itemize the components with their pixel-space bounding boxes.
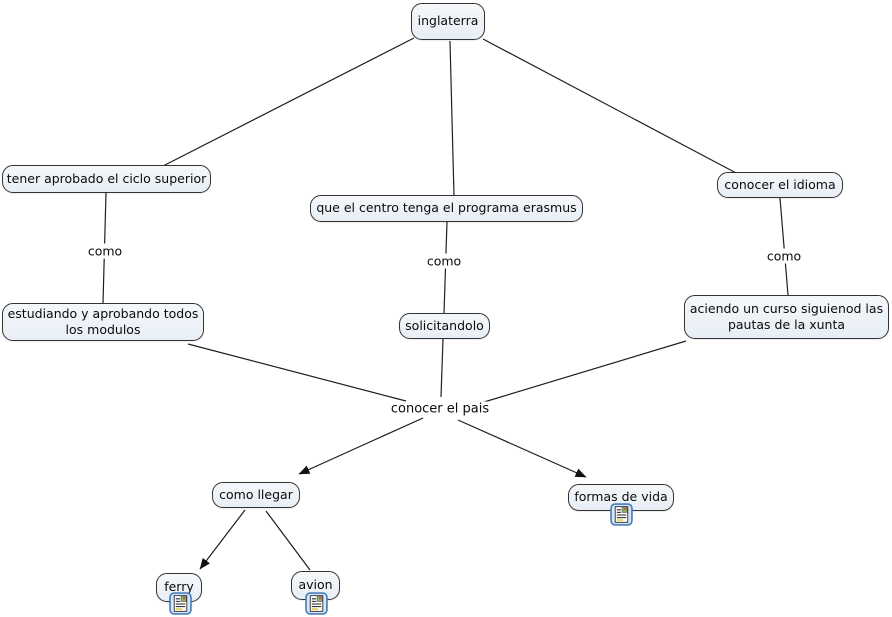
node-label: solicitandolo bbox=[405, 317, 484, 333]
node-estudiando[interactable]: estudiando y aprobando todos los modulos bbox=[2, 303, 204, 341]
node-label-line2: pautas de la xunta bbox=[727, 317, 846, 332]
node-label: tener aprobado el ciclo superior bbox=[6, 170, 207, 186]
link-label-como-middle[interactable]: como bbox=[423, 253, 465, 269]
node-conocer-el-pais[interactable]: conocer el pais bbox=[387, 401, 493, 417]
link-aciendo-pais bbox=[483, 340, 687, 403]
node-programa-erasmus[interactable]: que el centro tenga el programa erasmus bbox=[310, 195, 583, 222]
link-idioma-aciendo bbox=[779, 197, 789, 296]
document-resource-icon[interactable] bbox=[610, 503, 633, 526]
node-solicitandolo[interactable]: solicitandolo bbox=[399, 313, 490, 339]
node-label: como llegar bbox=[219, 486, 293, 502]
node-label-line1: aciendo un curso siguienod las bbox=[689, 300, 884, 316]
link-comollegar-ferry bbox=[199, 509, 246, 570]
link-inglaterra-erasmus bbox=[449, 40, 455, 197]
link-inglaterra-idioma bbox=[482, 38, 739, 175]
link-pais-comollegar bbox=[298, 417, 424, 475]
link-comollegar-avion bbox=[265, 510, 311, 571]
node-label: avion bbox=[298, 577, 333, 593]
node-label: ferry bbox=[164, 579, 194, 595]
node-label: formas de vida bbox=[574, 489, 668, 505]
node-conocer-idioma[interactable]: conocer el idioma bbox=[717, 172, 843, 198]
document-resource-icon[interactable] bbox=[305, 592, 328, 615]
link-label-como-right[interactable]: como bbox=[763, 248, 805, 264]
node-label: conocer el idioma bbox=[724, 176, 836, 192]
node-label: que el centro tenga el programa erasmus bbox=[316, 200, 577, 216]
link-pais-formasdevida bbox=[457, 419, 587, 478]
node-aciendo-curso[interactable]: aciendo un curso siguienod las pautas de… bbox=[684, 295, 889, 339]
link-label-como-left[interactable]: como bbox=[84, 243, 126, 259]
link-inglaterra-tener bbox=[162, 37, 415, 167]
node-label-line2: los modulos bbox=[65, 322, 141, 337]
node-como-llegar[interactable]: como llegar bbox=[212, 482, 300, 508]
link-solicitandolo-pais bbox=[440, 338, 444, 398]
node-label: inglaterra bbox=[417, 13, 479, 29]
document-resource-icon[interactable] bbox=[169, 592, 192, 615]
link-estudiando-pais bbox=[187, 343, 407, 402]
node-label-line1: estudiando y aprobando todos bbox=[7, 305, 199, 321]
node-inglaterra[interactable]: inglaterra bbox=[411, 3, 485, 40]
node-tener-aprobado[interactable]: tener aprobado el ciclo superior bbox=[2, 165, 211, 193]
